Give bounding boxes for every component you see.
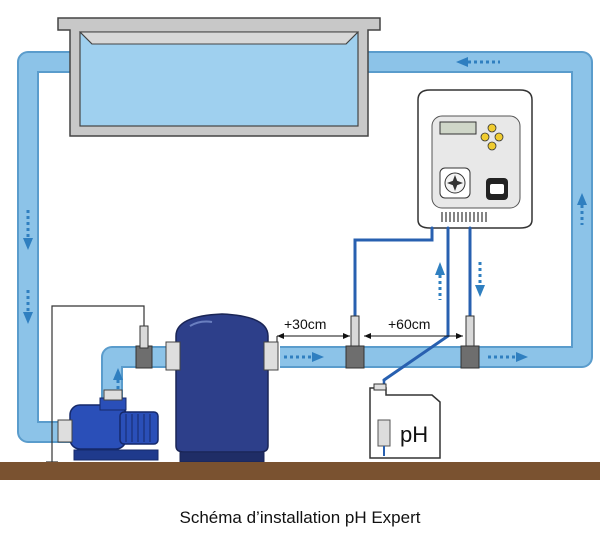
probe-holder-fitting [460,315,480,369]
upstream-fitting [135,325,153,369]
pool-basin [57,17,381,137]
dimension-label-60cm: +60cm [388,316,431,332]
diagram-caption: Schéma d’installation pH Expert [179,508,421,527]
injection-fitting [345,315,365,369]
canister-label: pH [400,422,429,447]
controller-button-down [487,141,497,151]
controller-display [439,121,477,135]
flow-arrows [23,57,587,400]
controller-button-up [487,123,497,133]
controller-button-right [494,132,504,142]
circulation-pump [57,389,159,461]
ph-canister [369,383,441,459]
dimension-lines [276,333,463,346]
dimension-label-30cm: +30cm [284,316,327,332]
ph-controller-unit [417,89,533,229]
suction-filter [377,419,391,447]
ground-floor [0,462,600,480]
controller-button-left [480,132,490,142]
sand-filter [165,313,279,463]
